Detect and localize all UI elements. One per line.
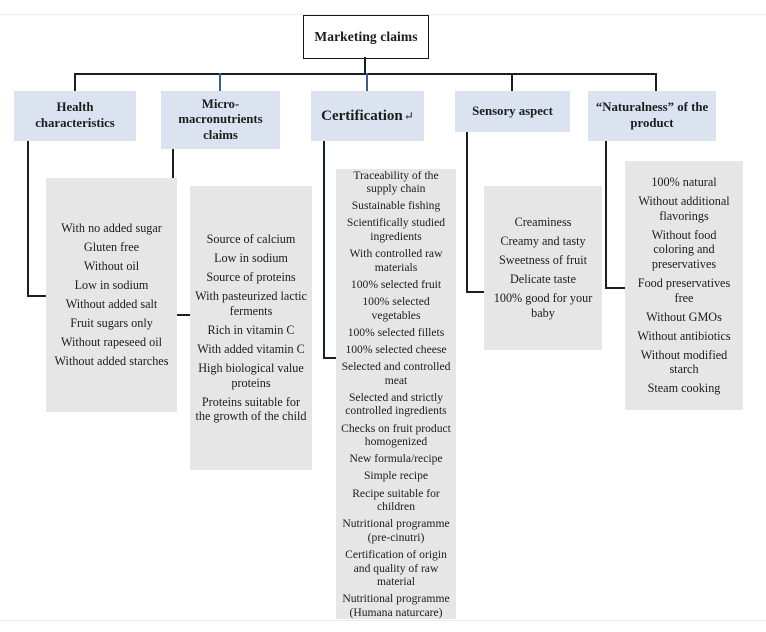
claim-item: Nutritional programme (pre-cinutri) [342, 517, 450, 544]
claim-item: 100% selected cheese [345, 342, 447, 356]
category-box-naturalness[interactable]: “Naturalness” of the product [588, 91, 716, 141]
connector-drop-health [74, 73, 76, 91]
claim-item: High biological value proteins [198, 360, 304, 390]
claim-item: Selected and strictly controlled ingredi… [345, 390, 447, 418]
claim-item: Steam cooking [647, 381, 721, 396]
claim-item: With controlled raw materials [349, 247, 443, 274]
claim-item: Rich in vitamin C [207, 322, 295, 337]
claim-item: Sustainable fishing [351, 199, 441, 213]
claim-item: Creamy and tasty [500, 234, 586, 249]
claim-item: Scientifically studied ingredients [346, 216, 446, 244]
claim-item: Without food coloring and preservatives [651, 227, 717, 271]
category-label-certification: Certification [321, 107, 403, 124]
pilcrow-return-icon: ↵ [403, 108, 414, 123]
claim-item: Traceability of the supply chain [353, 168, 439, 196]
claim-item: Without added starches [54, 354, 169, 369]
claim-item: Without GMOs [646, 309, 722, 324]
connector-drop-certification [366, 73, 368, 91]
claim-item: Certification of origin and quality of r… [345, 548, 447, 589]
claim-item: Source of proteins [206, 270, 296, 285]
connector-elbow-h-certification [323, 357, 336, 359]
category-box-health[interactable]: Health characteristics [14, 91, 136, 141]
claim-item: 100% good for your baby [493, 291, 593, 321]
claim-item: New formula/recipe [349, 452, 443, 466]
category-box-sensory[interactable]: Sensory aspect [455, 91, 570, 132]
category-label-sensory: Sensory aspect [472, 103, 553, 118]
connector-elbow-v-naturalness [605, 141, 607, 288]
connector-drop-sensory [511, 73, 513, 91]
claim-item: 100% selected vegetables [362, 295, 430, 322]
category-label-micro-macronutrients: Micro-macronutrients claims [178, 96, 263, 142]
claim-item: Without added salt [65, 297, 158, 312]
connector-drop-naturalness [655, 73, 657, 91]
category-box-micro-macronutrients[interactable]: Micro-macronutrients claims [161, 91, 280, 149]
connector-elbow-v-health [27, 141, 29, 296]
claim-item: Fruit sugars only [70, 316, 153, 331]
claim-item: Without oil [83, 259, 140, 274]
claim-item: With added vitamin C [197, 341, 305, 356]
claim-item: Creaminess [514, 215, 572, 230]
connector-root-trunk [364, 57, 366, 74]
claim-item: Checks on fruit product homogenized [341, 421, 451, 449]
claim-item: Without modified starch [640, 347, 728, 377]
category-label-naturalness: “Naturalness” of the product [595, 100, 709, 130]
connector-elbow-h-health [27, 295, 46, 297]
claim-item: Recipe suitable for children [352, 486, 440, 514]
claim-item: Delicate taste [510, 272, 576, 287]
claim-item: Nutritional programme (Humana naturcare) [342, 592, 450, 619]
claim-item: Food preservatives free [637, 275, 731, 305]
connector-elbow-h-micro-macronutrients [172, 314, 190, 316]
claim-item: With pasteurized lactic ferments [195, 289, 307, 318]
connector-elbow-v-sensory [466, 132, 468, 292]
claim-item: Selected and controlled meat [341, 360, 451, 387]
connector-drop-micro-macronutrients [219, 73, 221, 91]
claim-item: Simple recipe [363, 469, 429, 483]
claim-item: Low in sodium [214, 251, 288, 266]
claim-item: Proteins suitable for the growth of the … [195, 394, 307, 424]
category-box-certification[interactable]: Certification↵ [311, 91, 424, 141]
claim-item: Sweetness of fruit [498, 253, 587, 268]
claim-item: Without rapeseed oil [60, 335, 163, 350]
claim-item: Low in sodium [74, 278, 149, 293]
category-label-health: Health characteristics [35, 100, 115, 130]
claim-item: 100% natural [651, 175, 717, 190]
claim-item: 100% selected fruit [350, 277, 442, 291]
claim-item: 100% selected fillets [347, 325, 445, 339]
claim-item: With no added sugar [61, 221, 162, 236]
connector-distribution-bar [74, 73, 657, 75]
root-node-label: Marketing claims [314, 29, 418, 44]
root-node-marketing-claims: Marketing claims [303, 15, 429, 59]
connector-elbow-h-naturalness [605, 287, 625, 289]
claim-item: Gluten free [83, 240, 140, 255]
connector-elbow-h-sensory [466, 291, 484, 293]
page-rule-bottom [0, 620, 766, 621]
connector-elbow-v-certification [323, 141, 325, 358]
claim-item: Source of calcium [206, 232, 296, 247]
page-rule-top [0, 14, 766, 15]
claim-item: Without additional flavorings [638, 194, 730, 223]
claim-item: Without antibiotics [637, 328, 731, 343]
